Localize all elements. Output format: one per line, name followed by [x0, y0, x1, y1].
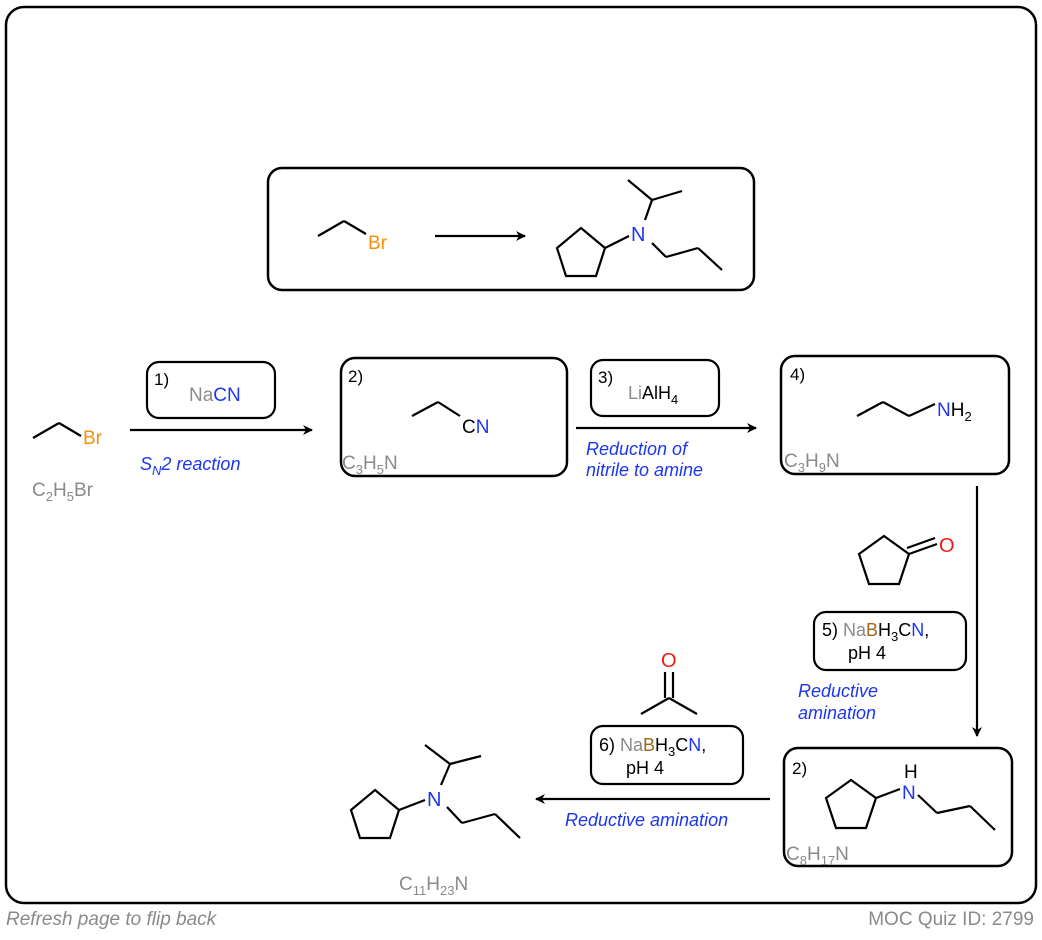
step1: 1) NaCN SN2 reaction: [130, 360, 313, 478]
step6-reagent-box: [589, 724, 745, 786]
start-ethyl-bromide: Br C2H5Br: [32, 422, 103, 504]
step5-annotation-line1: Reductive: [798, 681, 878, 701]
step6-ph: pH 4: [626, 758, 664, 778]
step1-reagent: NaCN: [189, 385, 241, 406]
product2-formula: C3H5N: [342, 453, 398, 477]
product4-atom: NH2: [937, 400, 972, 424]
product-secondary-atom-n: N: [902, 783, 916, 804]
product-secondary-number: 2): [792, 759, 807, 778]
step5-cyclopentanone: O: [857, 534, 955, 586]
overview-product-atom: N: [631, 224, 645, 246]
step5: O 5)NaBH3CN, pH 4 Reductive amination: [798, 486, 982, 737]
step3: 3) LiAlH4 Reduction of nitrile to amine: [576, 358, 757, 480]
product-secondary-atom-h: H: [904, 762, 918, 783]
step3-annotation-line2: nitrile to amine: [586, 460, 703, 480]
step1-reagent-box: [145, 360, 277, 420]
step3-number: 3): [598, 368, 613, 387]
overview-reactant-ethyl-bromide: Br: [317, 220, 388, 254]
refresh-hint[interactable]: Refresh page to flip back: [6, 909, 217, 930]
step3-reagent-box: [589, 358, 721, 418]
product-secondary-amine: 2) H N C8H17N: [782, 746, 1014, 868]
overview-box: Br N: [266, 166, 756, 292]
final-product-atom: N: [427, 789, 441, 811]
step6-annotation: Reductive amination: [565, 810, 728, 830]
product2-atom: CN: [462, 417, 489, 438]
quiz-id: MOC Quiz ID: 2799: [868, 909, 1034, 930]
product4-formula: C3H9N: [784, 451, 840, 475]
step5-reagent: 5)NaBH3CN,: [822, 620, 929, 644]
step1-number: 1): [154, 370, 169, 389]
product2-nitrile: 2) CN C3H5N: [339, 356, 569, 478]
product-secondary-formula: C8H17N: [786, 844, 849, 868]
step6: O 6)NaBH3CN, pH 4 Reductive amination: [535, 650, 770, 830]
step1-annotation: SN2 reaction: [140, 454, 240, 478]
final-product-tertiary-amine: N C11H23N: [349, 744, 521, 898]
step5-ph: pH 4: [848, 643, 886, 663]
step6-acetone: O: [640, 650, 698, 715]
card-frame: [4, 5, 1038, 905]
step3-annotation-line1: Reduction of: [586, 439, 689, 459]
overview-product-tertiary-amine: N: [555, 179, 723, 278]
product2-number: 2): [348, 367, 363, 386]
final-product-formula: C11H23N: [399, 874, 468, 898]
product4-primary-amine: 4) NH2 C3H9N: [779, 354, 1011, 476]
step3-reagent: LiAlH4: [628, 383, 678, 407]
start-formula: C2H5Br: [32, 480, 94, 504]
step6-reagent: 6)NaBH3CN,: [599, 735, 706, 759]
product4-number: 4): [790, 365, 805, 384]
step5-reagent-box: [812, 610, 968, 672]
step5-co-reactant-atom: O: [939, 535, 955, 557]
start-atom: Br: [83, 428, 103, 449]
overview-reactant-atom: Br: [368, 233, 388, 254]
step6-co-reactant-atom: O: [661, 650, 677, 672]
step5-annotation-line2: amination: [798, 703, 876, 723]
